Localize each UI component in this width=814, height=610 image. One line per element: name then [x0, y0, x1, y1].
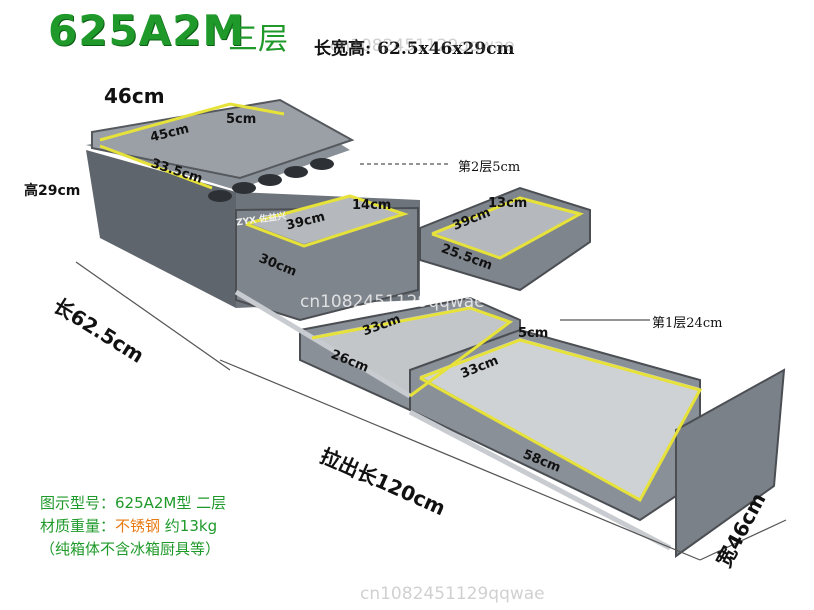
drawer1-14-label: 14cm — [352, 198, 392, 213]
box-left-side — [86, 150, 236, 308]
info-model: 图示型号：625A2M型 二层 — [40, 494, 227, 512]
bottom-5-label: 5cm — [518, 326, 549, 341]
bottom-drawer-right-inside — [420, 338, 700, 500]
model-title: 625A2M — [48, 6, 246, 55]
watermark-1: cn1082451129qqwae — [330, 36, 515, 56]
height-label: 高29cm — [24, 183, 81, 199]
slide-rail-1 — [234, 289, 412, 399]
top-5-label: 5cm — [226, 112, 257, 127]
slide-rail-2 — [408, 409, 672, 551]
cup-holders — [208, 158, 334, 202]
info-material-prefix: 材质重量： — [40, 517, 116, 535]
width-top-label: 46cm — [104, 84, 165, 108]
info-material-highlight: 不锈钢 — [115, 517, 161, 535]
small-drawer-2-inside — [432, 198, 580, 258]
info-material-suffix: 约13kg — [160, 517, 218, 535]
measurement-lines — [99, 102, 703, 503]
small-drawer-1-inside — [246, 196, 404, 244]
info-material: 材质重量：不锈钢 约13kg — [40, 515, 226, 538]
watermark-3: cn1082451129qqwae — [360, 584, 545, 604]
top-tray — [91, 98, 355, 180]
drawer2-13-label: 13cm — [488, 196, 528, 211]
dimensions-text: 长宽高: 62.5x46x29cm — [314, 39, 515, 59]
drawer-front-panel — [675, 368, 786, 558]
product-info: 图示型号：625A2M型 二层 材质重量：不锈钢 约13kg （纯箱体不含冰箱厨… — [40, 492, 226, 561]
dimension-guides — [75, 163, 787, 561]
layer2-label: 第2层5cm — [458, 160, 521, 175]
layer1-label: 第1层24cm — [652, 316, 723, 331]
watermark-2: cn1082451129qqwae — [300, 292, 485, 312]
layers-title: 三层 — [228, 22, 288, 57]
info-note: （纯箱体不含冰箱厨具等） — [40, 540, 221, 558]
